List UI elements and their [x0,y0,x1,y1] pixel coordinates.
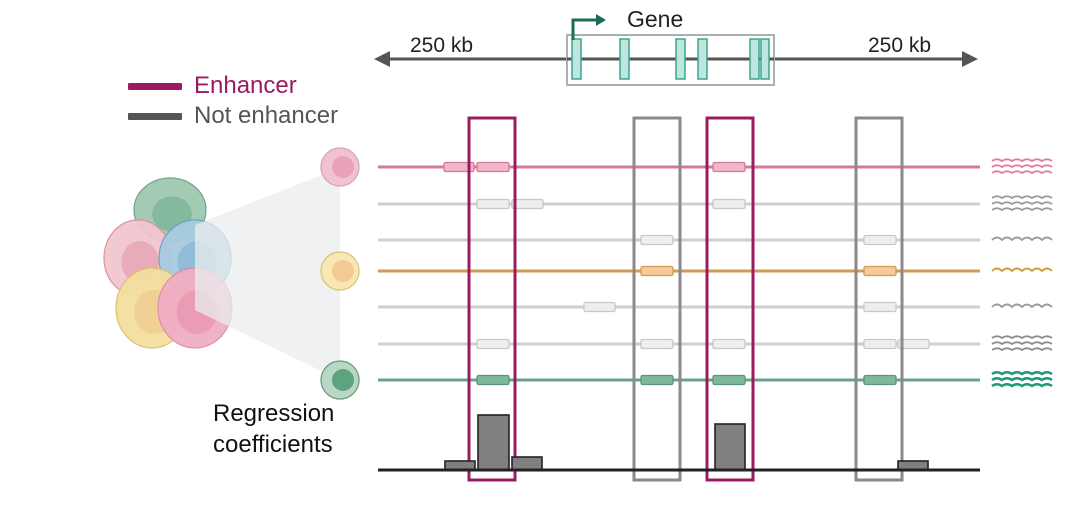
coefficient-bar-2 [477,414,510,471]
peak-3-2 [863,234,897,246]
peak-1-2 [476,161,510,173]
expression-wave-1-3 [991,170,1053,175]
expression-wave-1-1 [991,158,1053,163]
region-box-2-not_enhancer [632,116,682,482]
peak-7-4 [863,374,897,386]
expression-wave-2-2 [991,201,1053,206]
tss-arrowhead-icon [596,14,606,26]
expression-wave-6-2 [991,341,1053,346]
peak-2-2 [511,198,544,210]
legend-enhancer-label: Enhancer [194,72,297,99]
cell-nucleus-yellow [332,260,354,282]
region-box-1-enhancer [467,116,517,482]
right-distance-label: 250 kb [868,34,932,57]
expression-wave-6-1 [991,335,1053,340]
exon-2 [619,38,630,80]
expression-wave-2-1 [991,195,1053,200]
left-arrowhead [374,51,390,67]
expression-wave-3-1 [991,236,1053,242]
peak-6-4 [863,338,897,350]
regression-label-line2: coefficients [213,431,333,458]
gene-label: Gene [627,6,684,32]
peak-5-1 [583,301,616,313]
coefficient-bar-3 [511,456,543,471]
peak-7-1 [476,374,510,386]
gene-model [566,14,775,86]
cell-nucleus-pink [332,156,354,178]
left-distance-label: 250 kb [410,34,474,57]
peak-4-2 [863,265,897,277]
region-box-4-not_enhancer [854,116,904,482]
cell-tracks [320,147,1053,400]
peak-3-1 [640,234,674,246]
exon-3 [675,38,686,80]
not-enhancer-swatch [128,112,182,120]
exon-1 [571,38,582,80]
peak-2-3 [712,198,746,210]
tss-arrow-icon [571,18,598,40]
peak-1-3 [712,161,746,173]
peak-2-1 [476,198,510,210]
peak-5-2 [863,301,897,313]
regression-label-line1: Regression [213,400,335,427]
peak-7-2 [640,374,674,386]
peak-6-1 [476,338,510,350]
expression-wave-5-1 [991,303,1053,309]
zoom-fan [195,168,340,380]
peak-6-3 [712,338,746,350]
exon-6 [760,38,770,80]
candidate-regions [467,116,904,482]
legend-enhancer: Enhancer [128,72,297,100]
coefficient-bar-4 [714,423,746,471]
peak-7-3 [712,374,746,386]
regression-bars [444,414,929,471]
peak-6-2 [640,338,674,350]
expression-wave-6-3 [991,347,1053,352]
peak-1-1 [443,161,475,173]
expression-wave-7-1 [991,371,1053,376]
enhancer-swatch [128,82,182,90]
cell-nucleus-green [332,369,354,391]
expression-wave-1-2 [991,164,1053,169]
exon-5 [749,38,760,80]
legend-not-enhancer: Not enhancer [128,102,338,130]
legend-not-enhancer-label: Not enhancer [194,102,339,129]
expression-wave-4-1 [991,267,1053,273]
exon-4 [697,38,708,80]
right-arrowhead [962,51,978,67]
region-box-3-enhancer [705,116,755,482]
peak-6-5 [897,338,930,350]
expression-wave-2-3 [991,207,1053,212]
expression-wave-7-3 [991,383,1053,388]
expression-wave-7-2 [991,377,1053,382]
peak-4-1 [640,265,674,277]
